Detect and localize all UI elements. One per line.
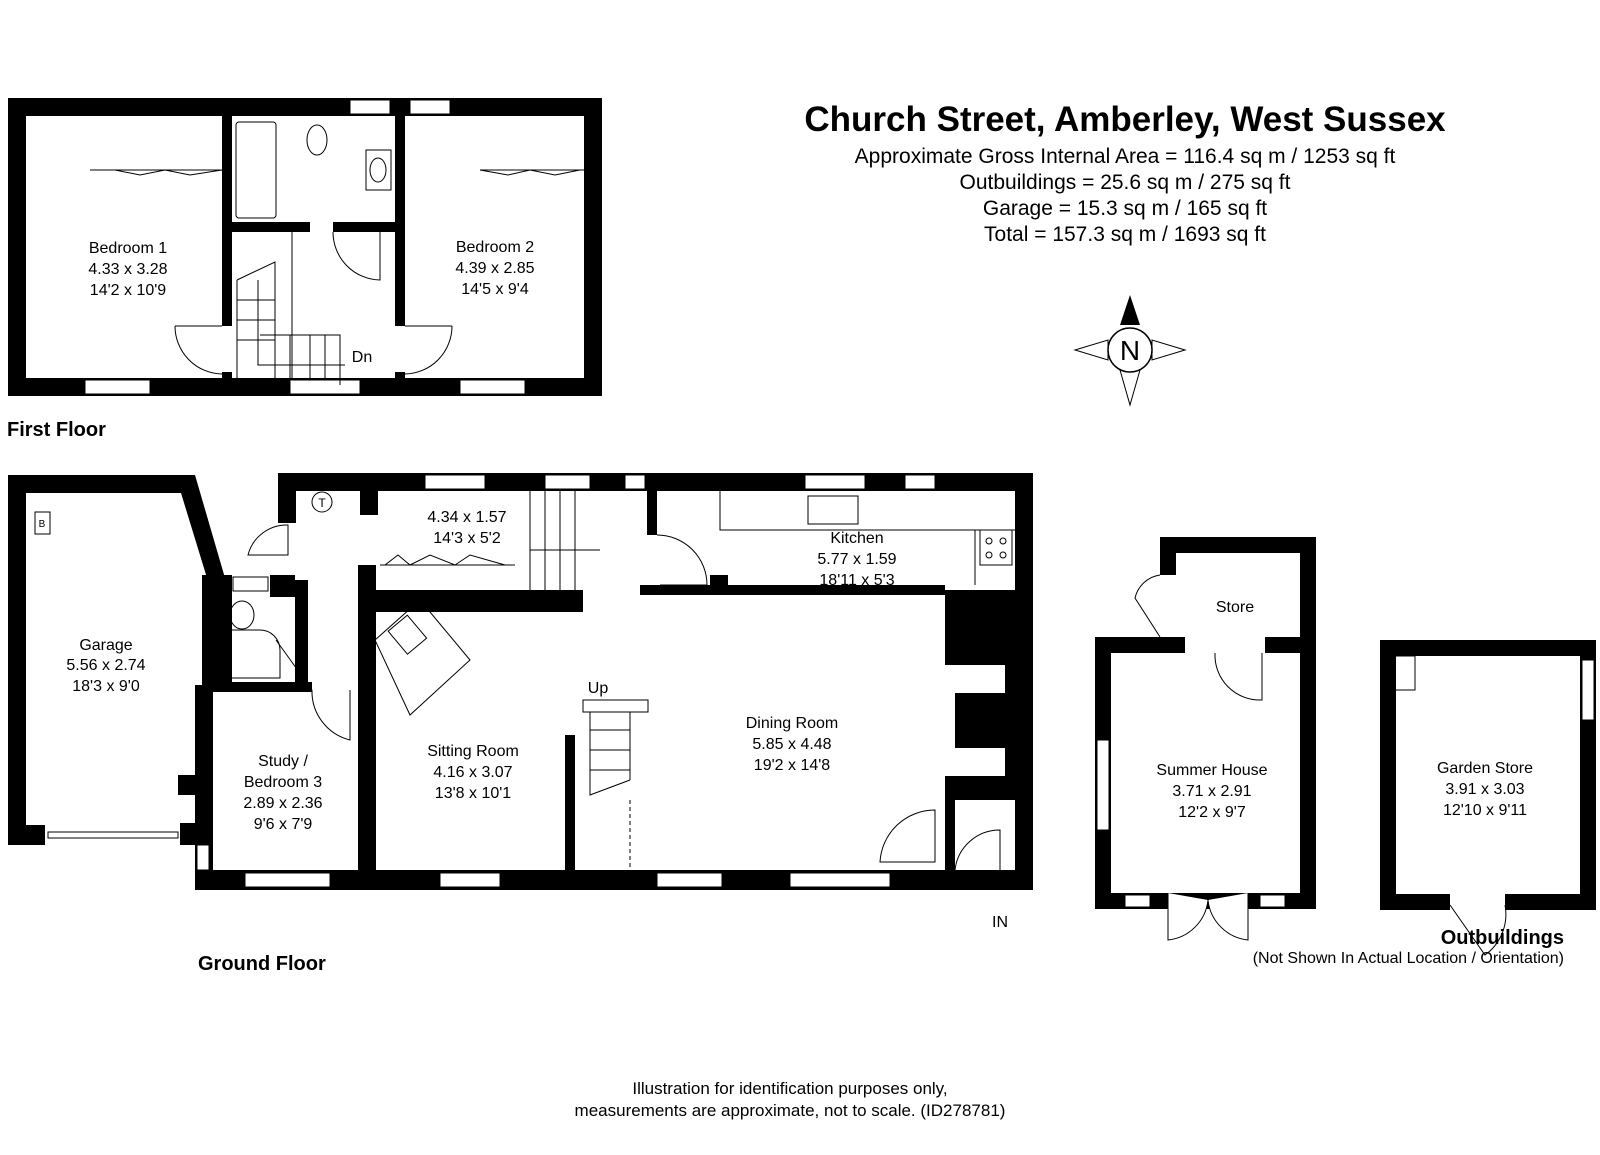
outbuildings-note: (Not Shown In Actual Location / Orientat… bbox=[1252, 950, 1564, 967]
summer-house-plan: Store Summer House 3.71 x 2.91 12'2 x 9'… bbox=[1095, 537, 1316, 941]
dining-room-name: Dining Room bbox=[746, 715, 838, 732]
summer-house-imperial: 12'2 x 9'7 bbox=[1178, 804, 1246, 821]
garden-store-metric: 3.91 x 3.03 bbox=[1445, 781, 1524, 798]
sitting-room-name: Sitting Room bbox=[427, 743, 519, 760]
garden-store-imperial: 12'10 x 9'11 bbox=[1443, 802, 1527, 819]
sitting-room-metric: 4.16 x 3.07 bbox=[433, 764, 512, 781]
hall-metric: 4.34 x 1.57 bbox=[427, 509, 506, 526]
garage-imperial: 18'3 x 9'0 bbox=[72, 678, 140, 695]
summer-house-metric: 3.71 x 2.91 bbox=[1172, 783, 1251, 800]
compass-north-label: N bbox=[1120, 335, 1140, 366]
disclaimer: Illustration for identification purposes… bbox=[500, 1078, 1080, 1122]
garage-name: Garage bbox=[79, 637, 132, 654]
gross-internal-area: Approximate Gross Internal Area = 116.4 … bbox=[854, 145, 1396, 168]
outbuildings-label: Outbuildings bbox=[1440, 927, 1564, 949]
property-title: Church Street, Amberley, West Sussex bbox=[804, 100, 1446, 139]
garden-store-plan: Garden Store 3.91 x 3.03 12'10 x 9'11 bbox=[1380, 640, 1596, 956]
bedroom2-metric: 4.39 x 2.85 bbox=[455, 260, 534, 277]
bedroom1-imperial: 14'2 x 10'9 bbox=[90, 282, 166, 299]
study-imperial: 9'6 x 7'9 bbox=[254, 816, 313, 833]
garden-store-name: Garden Store bbox=[1437, 760, 1533, 777]
bedroom2-name: Bedroom 2 bbox=[456, 239, 534, 256]
stairs-up-label: Up bbox=[588, 680, 609, 697]
garage-metric: 5.56 x 2.74 bbox=[66, 657, 145, 674]
disclaimer-line1: Illustration for identification purposes… bbox=[632, 1079, 948, 1098]
study-metric: 2.89 x 2.36 bbox=[243, 795, 322, 812]
kitchen-imperial: 18'11 x 5'3 bbox=[819, 572, 894, 589]
kitchen-metric: 5.77 x 1.59 bbox=[817, 551, 896, 568]
store-label: Store bbox=[1216, 599, 1254, 616]
compass-icon: N bbox=[1073, 295, 1187, 407]
bedroom2-imperial: 14'5 x 9'4 bbox=[461, 281, 529, 298]
study-name-line2: Bedroom 3 bbox=[244, 774, 322, 791]
outbuildings-caption: Outbuildings (Not Shown In Actual Locati… bbox=[1253, 927, 1564, 968]
sitting-room-imperial: 13'8 x 10'1 bbox=[435, 785, 511, 802]
boiler-label: B bbox=[39, 519, 46, 530]
plan-header: Church Street, Amberley, West Sussex App… bbox=[780, 100, 1470, 248]
kitchen-name: Kitchen bbox=[830, 530, 883, 547]
ground-floor-plan: B bbox=[8, 473, 1033, 931]
disclaimer-line2: measurements are approximate, not to sca… bbox=[574, 1101, 1006, 1120]
outbuildings-area: Outbuildings = 25.6 sq m / 275 sq ft bbox=[959, 171, 1291, 194]
hall-imperial: 14'3 x 5'2 bbox=[433, 530, 501, 547]
ground-floor-label: Ground Floor bbox=[198, 953, 326, 975]
dining-room-imperial: 19'2 x 14'8 bbox=[754, 757, 830, 774]
study-name: Study / bbox=[258, 753, 308, 770]
first-floor-stairs bbox=[236, 232, 345, 385]
summer-house-name: Summer House bbox=[1156, 762, 1267, 779]
total-area: Total = 157.3 sq m / 1693 sq ft bbox=[984, 223, 1266, 246]
stairs-down-label: Dn bbox=[352, 349, 372, 366]
first-floor-plan: Bedroom 1 4.33 x 3.28 14'2 x 10'9 Bedroo… bbox=[8, 98, 602, 396]
tank-label: T bbox=[318, 496, 326, 510]
garage-area: Garage = 15.3 sq m / 165 sq ft bbox=[982, 197, 1268, 220]
dining-room-metric: 5.85 x 4.48 bbox=[752, 736, 831, 753]
entrance-label: IN bbox=[992, 914, 1008, 931]
bedroom1-name: Bedroom 1 bbox=[89, 240, 167, 257]
bedroom1-metric: 4.33 x 3.28 bbox=[88, 261, 167, 278]
first-floor-label: First Floor bbox=[7, 419, 106, 441]
